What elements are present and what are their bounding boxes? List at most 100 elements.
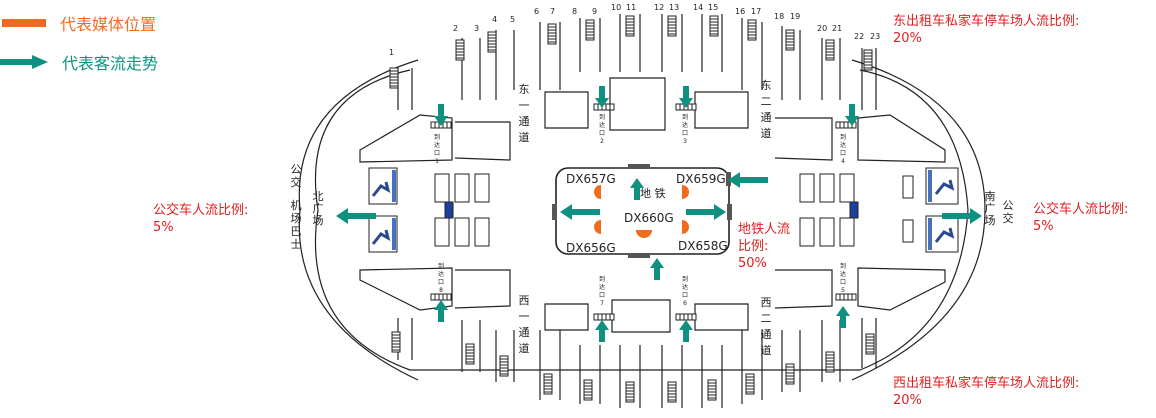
note-west-parking: 西出租车私家车停车场人流比例: 20% [893, 375, 1079, 409]
exit-label-4: 4 [841, 158, 845, 165]
note-bus-left: 公交车人流比例: 5% [153, 202, 248, 236]
platform-number: 1 [389, 48, 394, 57]
plaza-label-south: 场 [985, 213, 996, 227]
concourse-outline [314, 69, 969, 371]
plaza-label-south: 南 [985, 190, 996, 203]
corridor-label-east1: 通 [519, 115, 530, 128]
exit-label-7: 7 [600, 300, 604, 307]
corridor-label-east1: 一 [519, 99, 530, 112]
escalator-icon-south [934, 179, 955, 243]
platform-number: 6 [534, 7, 539, 16]
metro-gate-right [727, 204, 732, 220]
platform-number: 22 [854, 32, 864, 41]
media-label-dx656g: DX656G [566, 241, 616, 255]
metro-gate-left [552, 204, 557, 220]
flow-arrow-exit8 [434, 300, 448, 322]
stairs-bottom [391, 331, 875, 403]
exit-label-7: 达 [599, 283, 605, 291]
note-bus-left-value: 5% [153, 220, 174, 235]
platform-number: 15 [708, 3, 718, 12]
flow-arrow-metro-in [650, 258, 664, 280]
media-marker-dx658g [682, 220, 689, 234]
plaza-label-north: 场 [313, 213, 324, 227]
platform-number: 13 [669, 3, 679, 12]
corridor-label-east2: 道 [761, 126, 772, 140]
platform-number: 14 [693, 3, 703, 12]
note-metro-l1: 地铁人流 [738, 222, 791, 237]
exit-label-7: 口 [599, 292, 605, 299]
plaza-label-north-airport: 机 [291, 198, 302, 212]
corridor-label-east2: 二 [761, 95, 772, 108]
exit-label-6: 6 [683, 300, 687, 307]
flow-arrow-metro-in-right [728, 172, 768, 188]
plaza-label-north-bus: 公 [291, 163, 302, 176]
note-west-parking-value: 20% [893, 393, 922, 408]
exit-label-2: 口 [599, 130, 605, 137]
exit-label-8: 达 [438, 270, 444, 278]
note-bus-right-label: 公交车人流比例: [1033, 202, 1129, 217]
platform-number: 9 [592, 7, 597, 16]
platform-walls-bottom [397, 318, 877, 408]
exit-label-5: 到 [840, 263, 846, 270]
north-gates [368, 167, 490, 253]
corridor-label-west2: 西 [761, 296, 772, 309]
platform-number: 23 [870, 32, 880, 41]
corridor-label-west1: 通 [519, 326, 530, 339]
legend: 代表媒体位置 代表客流走势 [0, 0, 260, 80]
note-metro-l3: 50% [738, 256, 767, 271]
flow-arrow-icon [0, 55, 48, 69]
platform-number: 4 [492, 15, 497, 24]
media-swatch [2, 19, 46, 27]
exit-label-3: 达 [682, 121, 688, 129]
note-east-parking-label: 东出租车私家车停车场人流比例: [893, 14, 1080, 29]
platform-number: 20 [817, 24, 827, 33]
media-marker-dx656g [594, 220, 601, 234]
metro-title: 地 铁 [640, 187, 666, 200]
plaza-label-north: 广 [313, 202, 324, 215]
exit-label-3: 口 [682, 130, 688, 137]
platform-walls-top [397, 14, 877, 110]
note-bus-right: 公交车人流比例: 5% [1033, 201, 1128, 235]
platform-number: 11 [626, 3, 636, 12]
media-label-dx658g: DX658G [678, 239, 728, 253]
legend-media-label: 代表媒体位置 [60, 15, 157, 34]
plaza-label-south-bus: 公 [1003, 199, 1014, 212]
corridor-label-west1: 一 [519, 310, 530, 323]
platform-number: 12 [654, 3, 664, 12]
exit-label-2: 2 [600, 138, 604, 145]
legend-flow: 代表客流走势 [0, 50, 158, 74]
exit-label-4: 达 [840, 141, 846, 149]
note-bus-right-value: 5% [1033, 219, 1054, 234]
media-label-dx657g: DX657G [566, 172, 616, 186]
outer-arc-left [298, 59, 419, 381]
media-markers [594, 185, 689, 238]
exit-label-8: 口 [438, 279, 444, 286]
media-label-dx660g: DX660G [624, 211, 674, 225]
platform-number: 8 [572, 7, 577, 16]
exit-label-4: 到 [840, 134, 846, 141]
note-metro-l2: 比例: [738, 239, 769, 254]
metro-gate-top [628, 164, 650, 169]
exit-label-6: 到 [682, 276, 688, 283]
corridor-label-west2: 通 [761, 328, 772, 341]
exit-label-2: 到 [599, 114, 605, 121]
vertical-labels: 东一通道东二通道西一通道西二通道到达口1到达口2到达口3到达口4到达口8到达口7… [291, 79, 1014, 357]
plaza-label-north-airport: 士 [291, 238, 302, 251]
exit-label-1: 口 [434, 150, 440, 157]
note-bus-left-label: 公交车人流比例: [153, 203, 249, 218]
legend-media: 代表媒体位置 [0, 11, 156, 35]
legend-flow-label: 代表客流走势 [62, 54, 159, 73]
exit-label-5: 口 [840, 279, 846, 286]
platform-number: 7 [550, 7, 555, 16]
plaza-label-north-airport: 场 [291, 211, 302, 225]
exit-label-3: 到 [682, 114, 688, 121]
platform-number: 18 [774, 12, 784, 21]
metro-gate-bottom [628, 253, 650, 258]
metro-gate-right-top [726, 172, 731, 186]
note-west-parking-label: 西出租车私家车停车场人流比例: [893, 376, 1080, 391]
exit-label-2: 达 [599, 121, 605, 129]
south-gates [799, 167, 959, 253]
plaza-label-north-bus: 交 [291, 175, 302, 189]
platform-number: 21 [832, 24, 842, 33]
